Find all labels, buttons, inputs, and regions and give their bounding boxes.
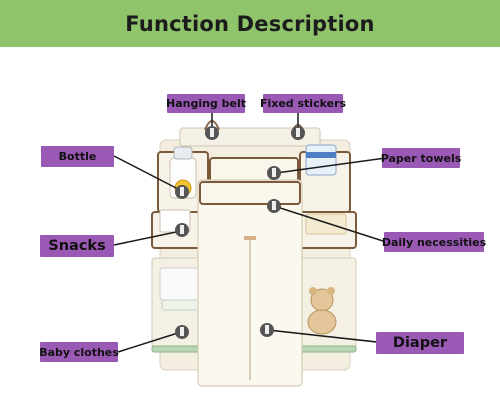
diaper-slit-trim <box>244 236 256 240</box>
callout-dots <box>175 126 305 339</box>
teddy-body <box>307 309 337 335</box>
necessities-items <box>305 213 347 235</box>
label-baby-clothes: Baby clothes <box>39 342 119 362</box>
label-bottle: Bottle <box>41 146 114 167</box>
label-hanging-belt: Hanging belt <box>166 94 246 113</box>
label-diaper: Diaper <box>376 332 464 354</box>
towel-pack-stripe <box>306 152 336 158</box>
diaper-stacker-top-pocket <box>199 181 301 205</box>
label-paper-towels: Paper towels <box>381 148 461 168</box>
towel-pack <box>305 144 337 176</box>
page-title: Function Description <box>125 11 375 36</box>
label-fixed-stickers: Fixed stickers <box>260 94 346 113</box>
teddy-ear-left <box>309 287 317 295</box>
teddy-ear-right <box>327 287 335 295</box>
bottle-cap <box>173 146 193 160</box>
label-daily-necessities: Daily necessities <box>382 232 486 252</box>
title-banner: Function Description <box>0 0 500 47</box>
label-snacks: Snacks <box>40 235 114 257</box>
